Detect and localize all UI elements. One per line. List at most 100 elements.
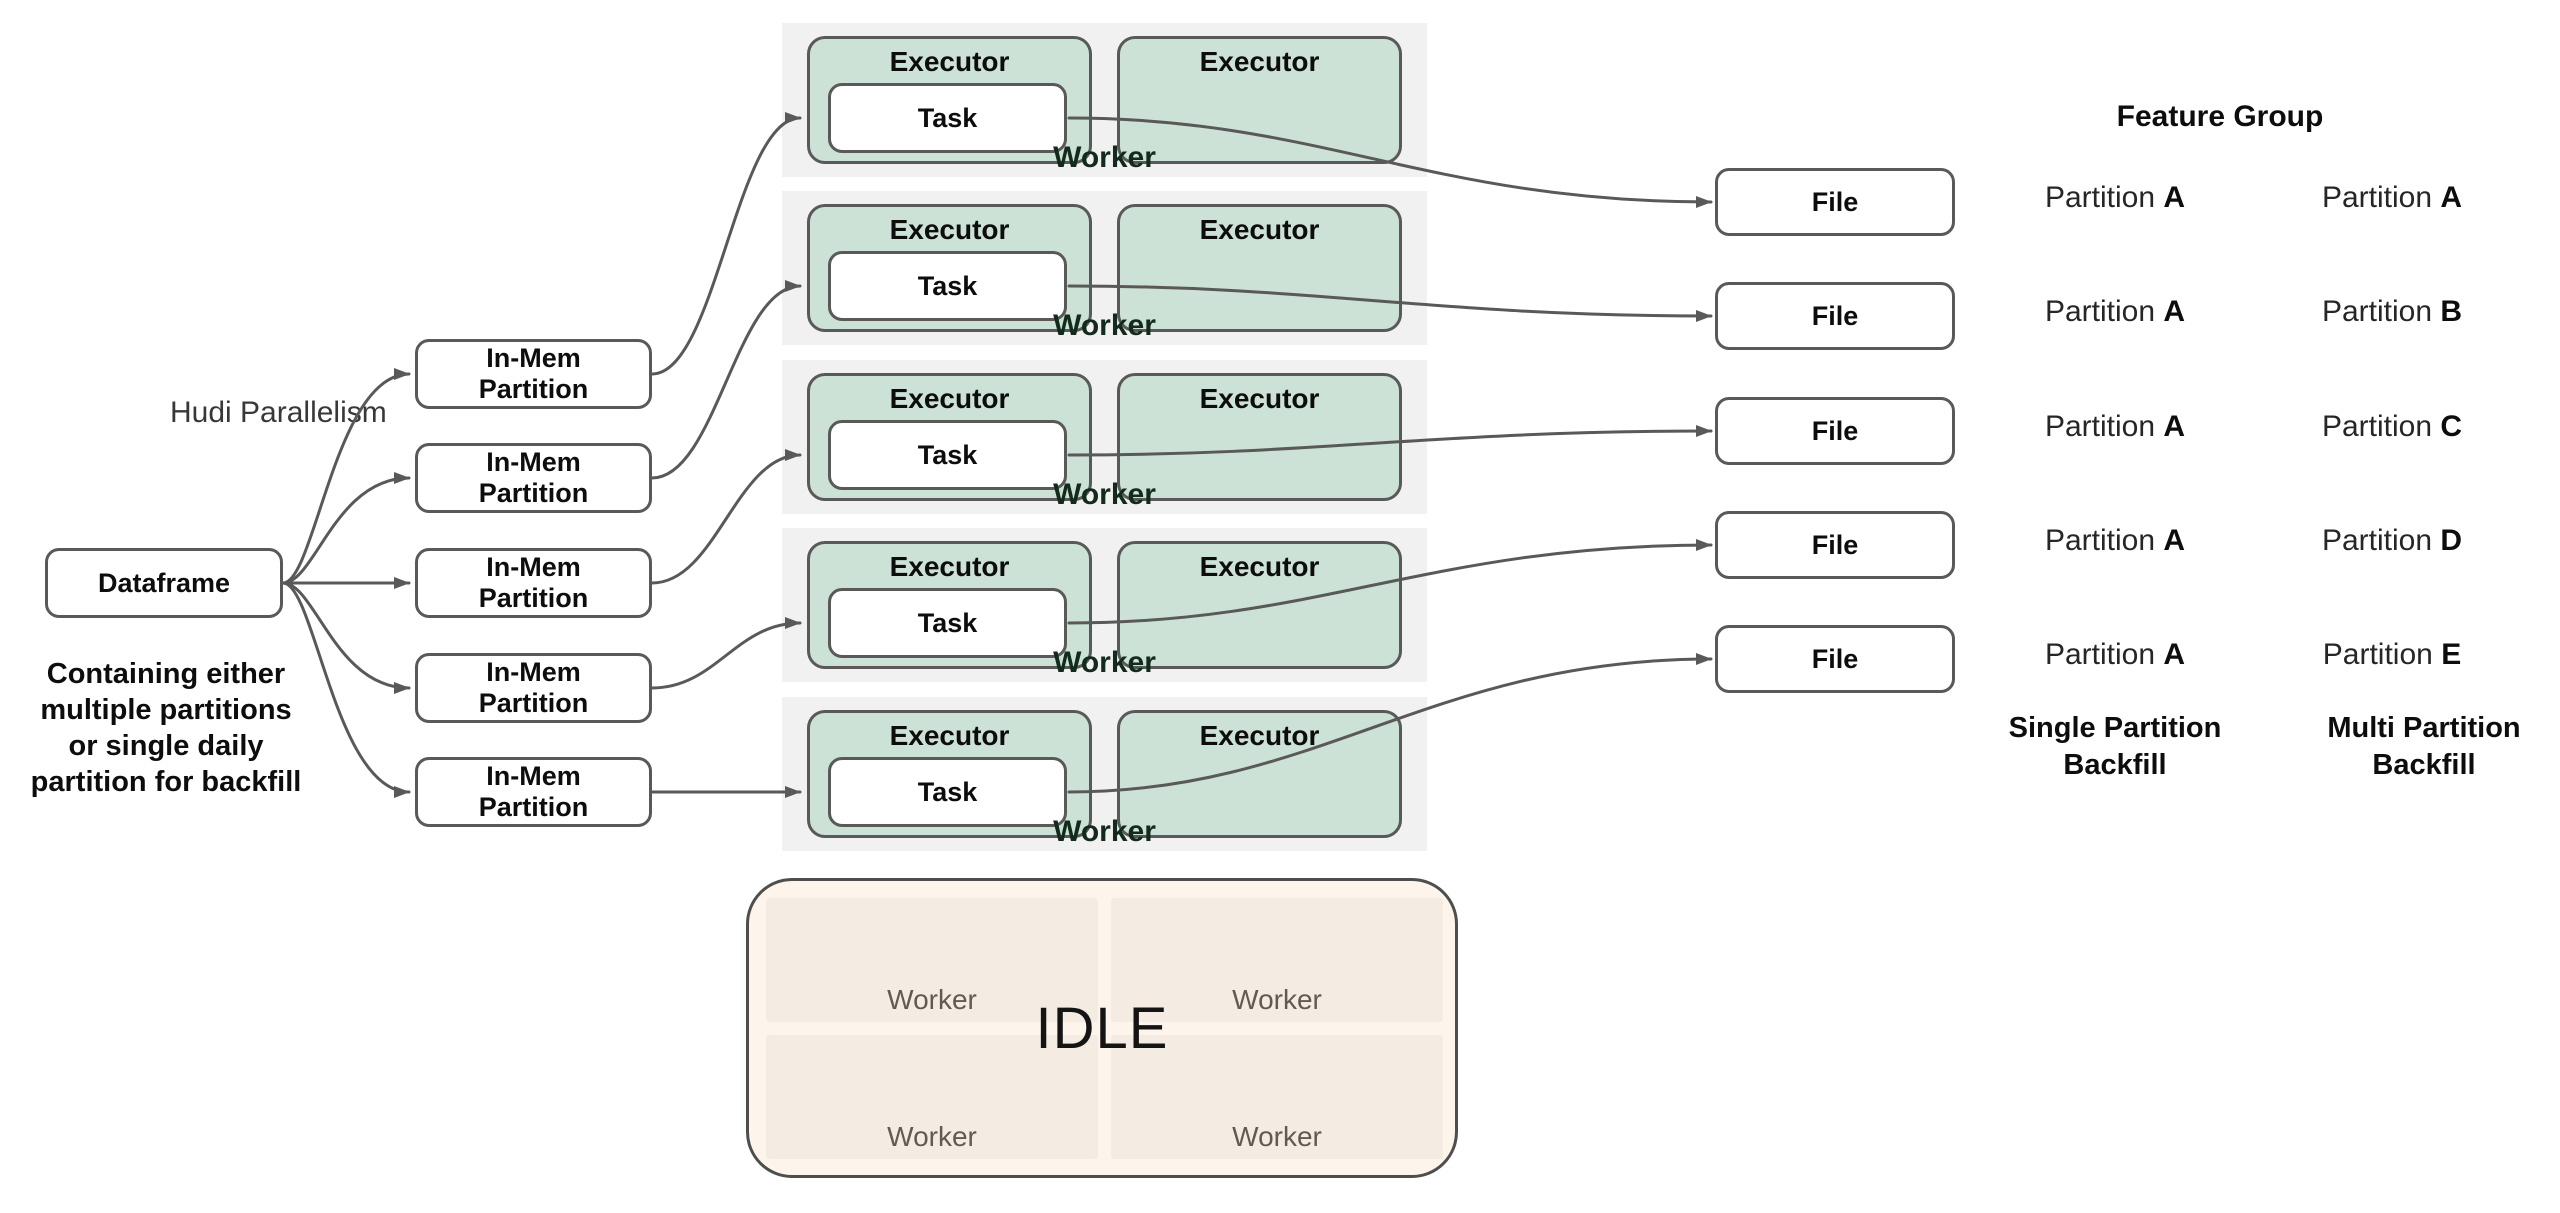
inmem-label-line: Partition bbox=[478, 792, 589, 822]
executor-label: Executor bbox=[1199, 551, 1320, 582]
file-node: File bbox=[1715, 511, 1955, 579]
inmem-label-line: In-Mem bbox=[486, 657, 581, 687]
partition-letter: A bbox=[2440, 181, 2463, 214]
partition-prefix: Partition bbox=[2044, 524, 2156, 557]
flow-arrow bbox=[281, 472, 411, 585]
executor-label: Executor bbox=[889, 214, 1010, 245]
inmem-partition-node: In-Mem Partition bbox=[415, 339, 652, 409]
partition-letter: A bbox=[2163, 638, 2186, 671]
flow-arrow bbox=[650, 280, 802, 480]
dataframe-node: Dataframe bbox=[45, 548, 283, 618]
partition-letter: A bbox=[2163, 410, 2186, 443]
file-node: File bbox=[1715, 282, 1955, 350]
file-label: File bbox=[1811, 529, 1859, 560]
partition-prefix: Partition bbox=[2044, 181, 2156, 214]
idle-worker-cell: Worker bbox=[766, 898, 1098, 1022]
task-node: Task bbox=[828, 588, 1067, 658]
file-node: File bbox=[1715, 168, 1955, 236]
partition-letter: A bbox=[2163, 295, 2186, 328]
inmem-label-line: In-Mem bbox=[486, 761, 581, 791]
worker-group: Executor Executor Task Worker bbox=[782, 360, 1427, 514]
partition-prefix: Partition bbox=[2321, 524, 2433, 557]
executor-label: Executor bbox=[1199, 46, 1320, 77]
executor-label: Executor bbox=[1199, 720, 1320, 751]
partition-prefix: Partition bbox=[2321, 410, 2433, 443]
task-label: Task bbox=[917, 439, 978, 470]
worker-group-label: Worker bbox=[1053, 815, 1156, 848]
caption-line: partition for backfill bbox=[30, 766, 302, 798]
idle-worker-label: Worker bbox=[1232, 984, 1322, 1015]
executor-label: Executor bbox=[889, 46, 1010, 77]
partition-prefix: Partition bbox=[2322, 638, 2433, 671]
footer-line: Multi Partition bbox=[2327, 712, 2521, 744]
flow-arrow bbox=[650, 449, 802, 585]
partition-letter: B bbox=[2440, 295, 2463, 328]
single-backfill-label: Single Partition Backfill bbox=[1955, 710, 2275, 784]
footer-line: Backfill bbox=[2063, 749, 2167, 781]
hudi-parallelism-label: Hudi Parallelism bbox=[170, 396, 387, 429]
worker-group: Executor Executor Task Worker bbox=[782, 697, 1427, 851]
idle-group: Worker Worker Worker Worker IDLE bbox=[746, 878, 1458, 1178]
partition-label: Partition A bbox=[1990, 638, 2240, 672]
executor-label: Executor bbox=[1199, 214, 1320, 245]
inmem-label-line: Partition bbox=[478, 688, 589, 718]
partition-label: Partition A bbox=[1990, 295, 2240, 329]
partition-letter: D bbox=[2440, 524, 2463, 557]
partition-label: Partition A bbox=[1990, 181, 2240, 215]
partition-label: Partition E bbox=[2267, 638, 2517, 672]
partition-prefix: Partition bbox=[2321, 295, 2433, 328]
worker-group: Executor Executor Task Worker bbox=[782, 191, 1427, 345]
inmem-partition-node: In-Mem Partition bbox=[415, 757, 652, 827]
partition-letter: C bbox=[2440, 410, 2463, 443]
caption-line: or single daily bbox=[68, 730, 264, 762]
worker-group: Executor Executor Task Worker bbox=[782, 528, 1427, 682]
task-label: Task bbox=[917, 776, 978, 807]
worker-group: Executor Executor Task Worker bbox=[782, 23, 1427, 177]
task-node: Task bbox=[828, 757, 1067, 827]
inmem-partition-node: In-Mem Partition bbox=[415, 653, 652, 723]
partition-label: Partition A bbox=[1990, 524, 2240, 558]
inmem-partition-node: In-Mem Partition bbox=[415, 548, 652, 618]
inmem-label-line: Partition bbox=[478, 478, 589, 508]
file-label: File bbox=[1811, 300, 1859, 331]
file-label: File bbox=[1811, 643, 1859, 674]
executor-label: Executor bbox=[889, 551, 1010, 582]
idle-worker-label: Worker bbox=[887, 984, 977, 1015]
caption-line: multiple partitions bbox=[40, 694, 292, 726]
footer-line: Single Partition bbox=[2008, 712, 2222, 744]
task-node: Task bbox=[828, 420, 1067, 490]
partition-prefix: Partition bbox=[2321, 181, 2433, 214]
idle-worker-label: Worker bbox=[887, 1121, 977, 1152]
partition-prefix: Partition bbox=[2044, 638, 2156, 671]
dataframe-label: Dataframe bbox=[97, 567, 231, 598]
executor-label: Executor bbox=[889, 383, 1010, 414]
idle-worker-cell: Worker bbox=[1111, 1035, 1443, 1159]
inmem-partition-node: In-Mem Partition bbox=[415, 443, 652, 513]
idle-worker-cell: Worker bbox=[766, 1035, 1098, 1159]
partition-label: Partition B bbox=[2267, 295, 2517, 329]
worker-group-label: Worker bbox=[1053, 309, 1156, 342]
worker-group-label: Worker bbox=[1053, 646, 1156, 679]
partition-letter: E bbox=[2441, 638, 2462, 671]
inmem-label-line: Partition bbox=[478, 374, 589, 404]
task-label: Task bbox=[917, 607, 978, 638]
partition-label: Partition A bbox=[2267, 181, 2517, 215]
partition-prefix: Partition bbox=[2044, 410, 2156, 443]
task-label: Task bbox=[917, 270, 978, 301]
dataframe-caption: Containing either multiple partitions or… bbox=[6, 656, 326, 800]
partition-letter: A bbox=[2163, 181, 2186, 214]
task-node: Task bbox=[828, 83, 1067, 153]
flow-arrow bbox=[650, 112, 802, 376]
partition-label: Partition A bbox=[1990, 410, 2240, 444]
caption-line: Containing either bbox=[46, 658, 286, 690]
partition-label: Partition C bbox=[2267, 410, 2517, 444]
executor-label: Executor bbox=[1199, 383, 1320, 414]
flow-arrow bbox=[650, 617, 802, 690]
inmem-label-line: Partition bbox=[478, 583, 589, 613]
task-label: Task bbox=[917, 102, 978, 133]
feature-group-title: Feature Group bbox=[2116, 100, 2324, 133]
worker-group-label: Worker bbox=[1053, 141, 1156, 174]
idle-worker-cell: Worker bbox=[1111, 898, 1443, 1022]
inmem-label-line: In-Mem bbox=[486, 447, 581, 477]
